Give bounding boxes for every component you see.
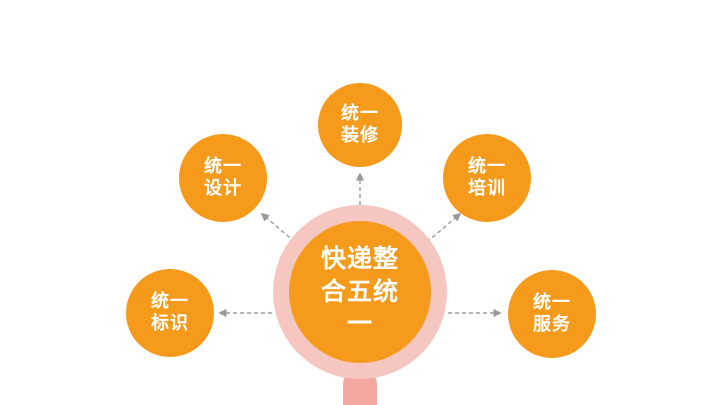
node-service-line1: 统一 bbox=[533, 291, 571, 313]
connector-training bbox=[426, 212, 462, 243]
node-design: 统一 设计 bbox=[179, 134, 267, 222]
center-line2: 合五统 bbox=[320, 276, 399, 306]
node-training: 统一 培训 bbox=[443, 134, 531, 222]
center-line3: 一 bbox=[346, 309, 373, 339]
node-training-line1: 统一 bbox=[468, 155, 506, 177]
node-logo-line1: 统一 bbox=[151, 290, 189, 312]
node-training-line2: 培训 bbox=[468, 178, 506, 199]
node-decoration-line2: 装修 bbox=[341, 125, 379, 146]
connector-design bbox=[260, 212, 296, 243]
center-line1: 快递整 bbox=[320, 244, 399, 274]
node-design-line1: 统一 bbox=[204, 155, 242, 177]
node-logo: 统一 标识 bbox=[126, 269, 214, 357]
node-service: 统一 服务 bbox=[508, 270, 596, 358]
node-service-line2: 服务 bbox=[533, 314, 571, 335]
center-node: 快递整 合五统 一 bbox=[289, 221, 431, 363]
node-decoration: 统一 装修 bbox=[318, 83, 402, 167]
node-design-line2: 设计 bbox=[204, 178, 242, 199]
node-logo-line2: 标识 bbox=[151, 313, 189, 334]
node-decoration-line1: 统一 bbox=[341, 102, 379, 124]
